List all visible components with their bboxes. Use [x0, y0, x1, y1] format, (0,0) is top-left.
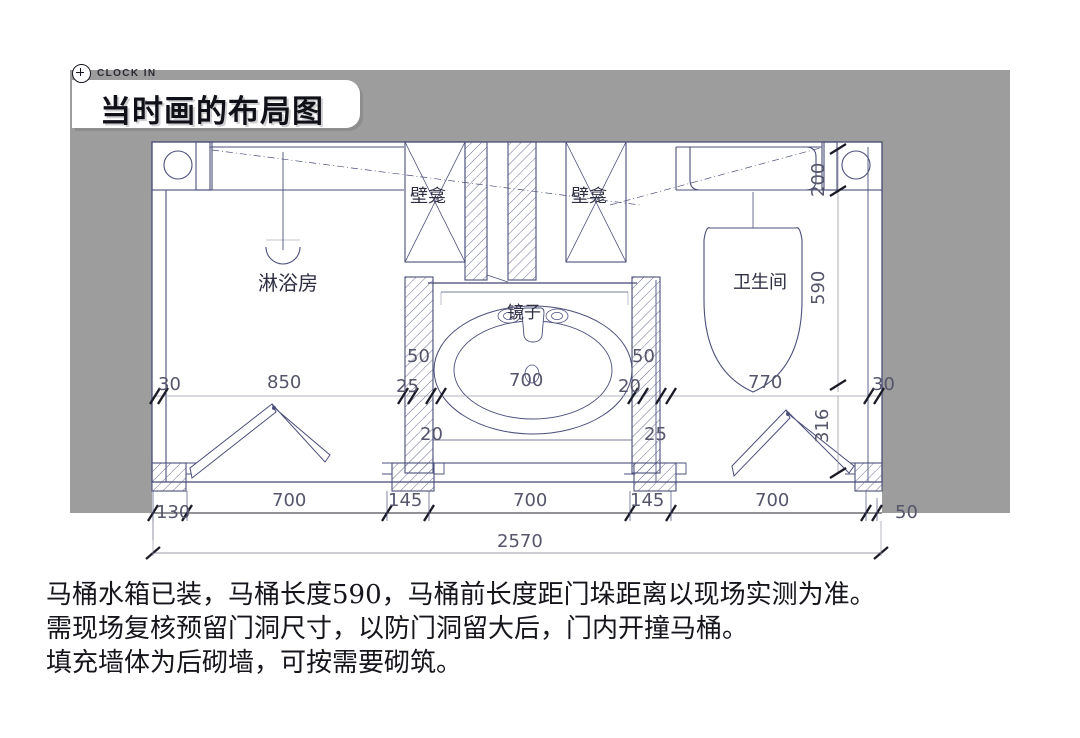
page-title: 当时画的布局图: [100, 94, 324, 130]
plus-circle-icon: [72, 64, 91, 83]
dim-overall-2570: 2570: [497, 531, 543, 552]
caption-line-3: 填充墙体为后砌墙，可按需要砌筑。: [46, 648, 463, 678]
clock-in-label: CLOCK IN: [97, 68, 157, 79]
caption-line-2: 需现场复核预留门洞尺寸，以防门洞留大后，门内开撞马桶。: [46, 614, 749, 644]
gray-backdrop-panel: [70, 70, 1010, 513]
title-pill-background: [72, 80, 360, 128]
caption-block: 马桶水箱已装，马桶长度590，马桶前长度距门垛距离以现场实测为准。 需现场复核预…: [46, 578, 1056, 680]
caption-line-1: 马桶水箱已装，马桶长度590，马桶前长度距门垛距离以现场实测为准。: [46, 580, 876, 610]
clock-in-badge: CLOCK IN: [72, 64, 157, 83]
